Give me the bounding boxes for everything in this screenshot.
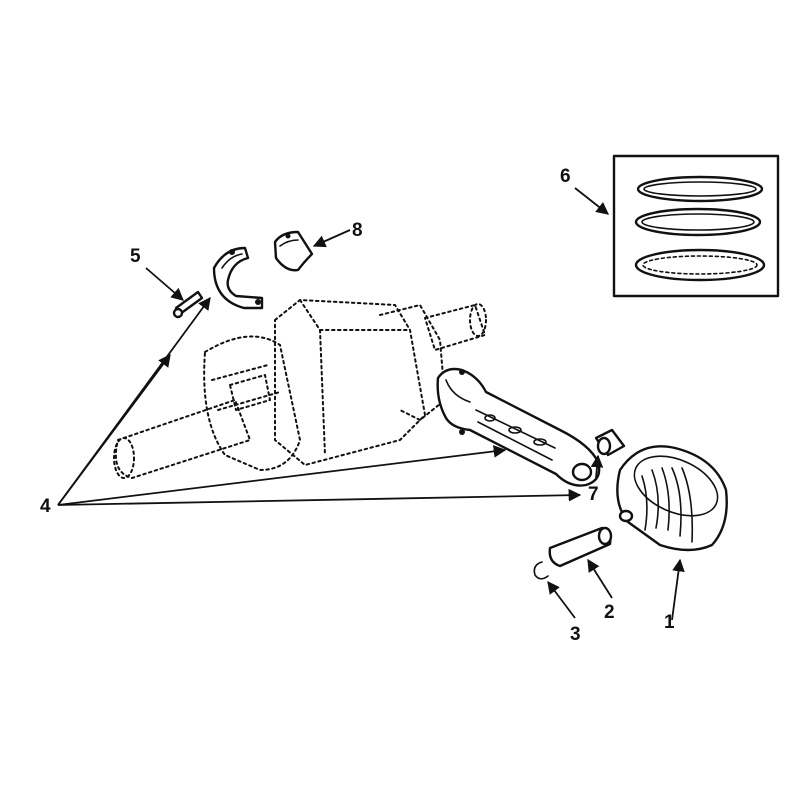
bearing-insert xyxy=(273,230,314,272)
callout-8: 8 xyxy=(352,220,363,241)
rod-cap-bearing xyxy=(212,246,264,310)
callout-7: 7 xyxy=(588,484,599,505)
callout-4: 4 xyxy=(40,496,51,517)
connecting-rod xyxy=(436,367,601,487)
retaining-ring xyxy=(533,561,549,580)
callout-6: 6 xyxy=(560,166,571,187)
callout-5: 5 xyxy=(130,246,141,267)
piston-pin xyxy=(548,526,613,568)
pin-bushing xyxy=(594,428,626,457)
piston xyxy=(616,445,728,552)
leader-lines xyxy=(57,187,685,621)
callout-2: 2 xyxy=(604,602,615,623)
crankshaft-phantom xyxy=(113,299,487,479)
callout-3: 3 xyxy=(570,624,581,645)
callout-1: 1 xyxy=(664,612,675,633)
piston-rings-set xyxy=(612,154,780,298)
